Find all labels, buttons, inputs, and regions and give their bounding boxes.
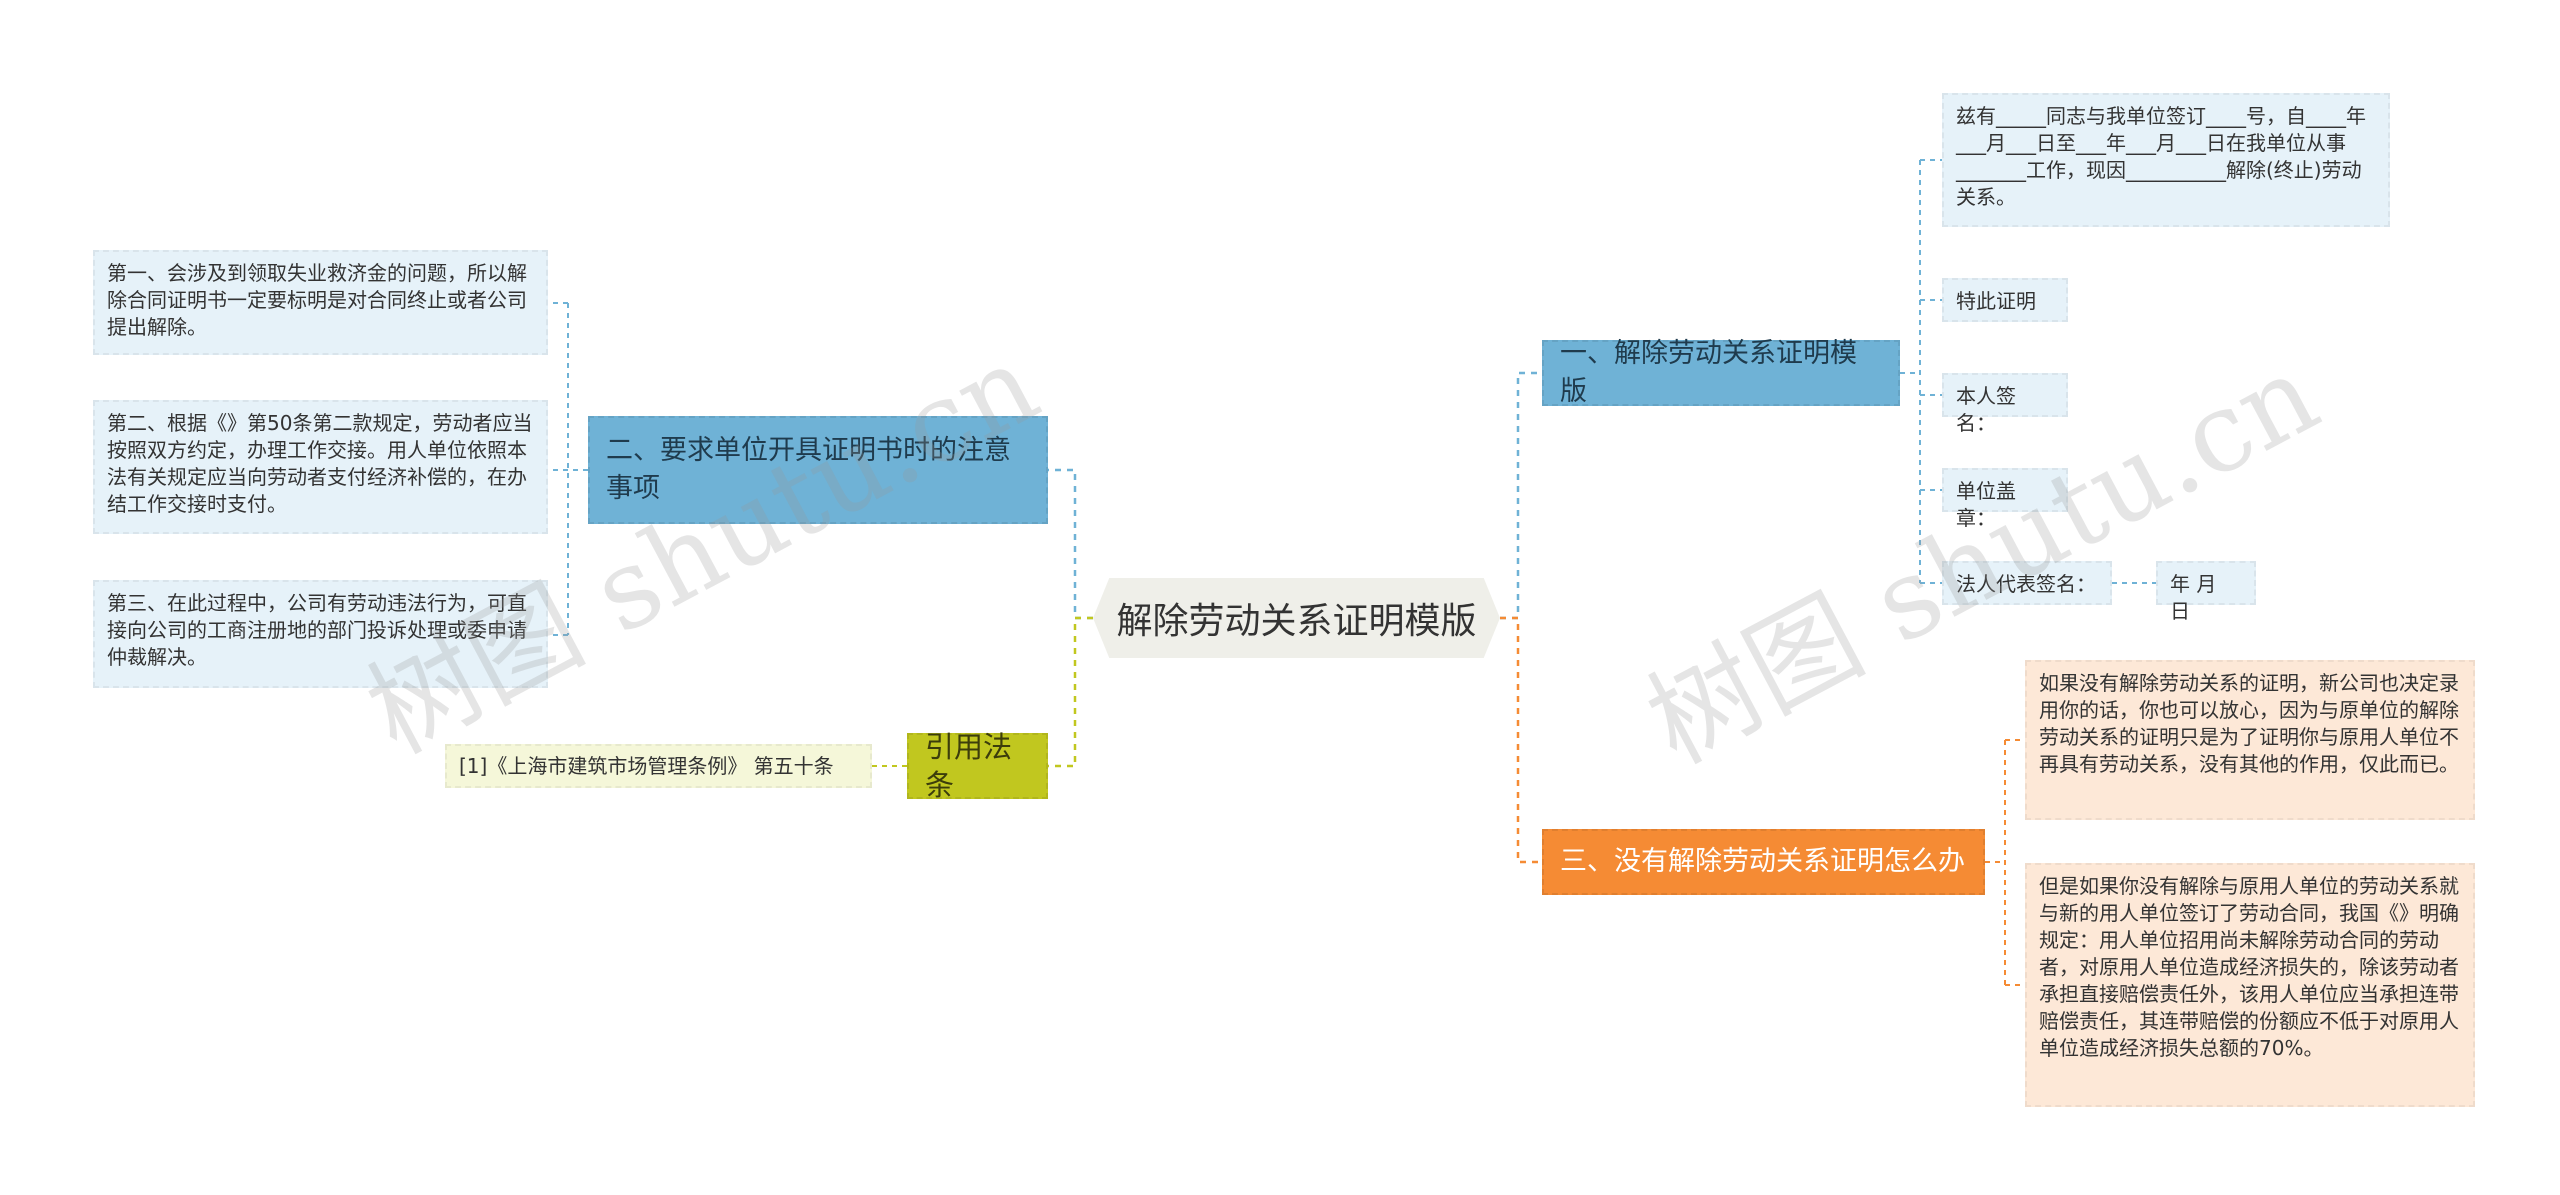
point-1-text: 第一、会涉及到领取失业救济金的问题，所以解除合同证明书一定要标明是对合同终止或者… xyxy=(107,261,527,339)
leaf-answer-1[interactable]: 如果没有解除劳动关系的证明，新公司也决定录用你的话，你也可以放心，因为与原单位的… xyxy=(2025,660,2475,820)
date-text: 年 月 日 xyxy=(2170,572,2217,623)
branch-cited-law[interactable]: 引用法条 xyxy=(907,730,1048,802)
link-root-branch2 xyxy=(1048,468,1093,620)
link-root-branch4 xyxy=(1048,616,1093,768)
template-text: 兹有_____同志与我单位签订____号，自____年___月___日至___年… xyxy=(1956,104,2366,209)
link-root-branch1 xyxy=(1500,371,1542,620)
leaf-unit-seal[interactable]: 单位盖章： xyxy=(1942,468,2068,530)
certify-text: 特此证明 xyxy=(1956,289,2036,313)
leaf-citation[interactable]: [1]《上海市建筑市场管理条例》 第五十条 xyxy=(445,744,872,788)
point-2-text: 第二、根据《》第50条第二款规定，劳动者应当按照双方约定，办理工作交接。用人单位… xyxy=(107,411,533,516)
leaf-point-1[interactable]: 第一、会涉及到领取失业救济金的问题，所以解除合同证明书一定要标明是对合同终止或者… xyxy=(93,250,548,355)
answer-2-text: 但是如果你没有解除与原用人单位的劳动关系就与新的用人单位签订了劳动合同，我国《》… xyxy=(2039,874,2459,1060)
link-branch3-leaves xyxy=(1985,739,2025,986)
unit-seal-text: 单位盖章： xyxy=(1956,479,2016,530)
link-branch2-leaves xyxy=(548,302,588,636)
legal-rep-signature-text: 法人代表签名： xyxy=(1956,572,2096,596)
leaf-legal-rep-signature[interactable]: 法人代表签名： xyxy=(1942,561,2112,605)
personal-signature-text: 本人签名： xyxy=(1956,384,2016,435)
root-node[interactable]: 解除劳动关系证明模版 xyxy=(1093,578,1500,658)
link-branch1-leaves xyxy=(1900,159,1942,584)
branch2-label: 二、要求单位开具证明书时的注意事项 xyxy=(606,435,1011,504)
answer-1-text: 如果没有解除劳动关系的证明，新公司也决定录用你的话，你也可以放心，因为与原单位的… xyxy=(2039,671,2459,776)
citation-text: [1]《上海市建筑市场管理条例》 第五十条 xyxy=(459,754,834,778)
branch3-label: 三、没有解除劳动关系证明怎么办 xyxy=(1560,846,1965,877)
link-root-branch3 xyxy=(1500,616,1542,864)
root-label: 解除劳动关系证明模版 xyxy=(1116,601,1477,642)
leaf-template-text[interactable]: 兹有_____同志与我单位签订____号，自____年___月___日至___年… xyxy=(1942,93,2390,227)
branch1-label: 一、解除劳动关系证明模版 xyxy=(1560,338,1857,407)
point-3-text: 第三、在此过程中，公司有劳动违法行为，可直接向公司的工商注册地的部门投诉处理或委… xyxy=(107,591,527,669)
branch-no-certificate[interactable]: 三、没有解除劳动关系证明怎么办 xyxy=(1542,829,1985,895)
leaf-certify[interactable]: 特此证明 xyxy=(1942,278,2068,322)
leaf-point-2[interactable]: 第二、根据《》第50条第二款规定，劳动者应当按照双方约定，办理工作交接。用人单位… xyxy=(93,400,548,534)
leaf-point-3[interactable]: 第三、在此过程中，公司有劳动违法行为，可直接向公司的工商注册地的部门投诉处理或委… xyxy=(93,580,548,688)
branch-precautions[interactable]: 二、要求单位开具证明书时的注意事项 xyxy=(588,416,1048,524)
leaf-answer-2[interactable]: 但是如果你没有解除与原用人单位的劳动关系就与新的用人单位签订了劳动合同，我国《》… xyxy=(2025,863,2475,1107)
branch4-label: 引用法条 xyxy=(925,730,1013,802)
branch-termination-template[interactable]: 一、解除劳动关系证明模版 xyxy=(1542,338,1900,407)
leaf-personal-signature[interactable]: 本人签名： xyxy=(1942,373,2068,435)
leaf-date[interactable]: 年 月 日 xyxy=(2156,561,2256,623)
